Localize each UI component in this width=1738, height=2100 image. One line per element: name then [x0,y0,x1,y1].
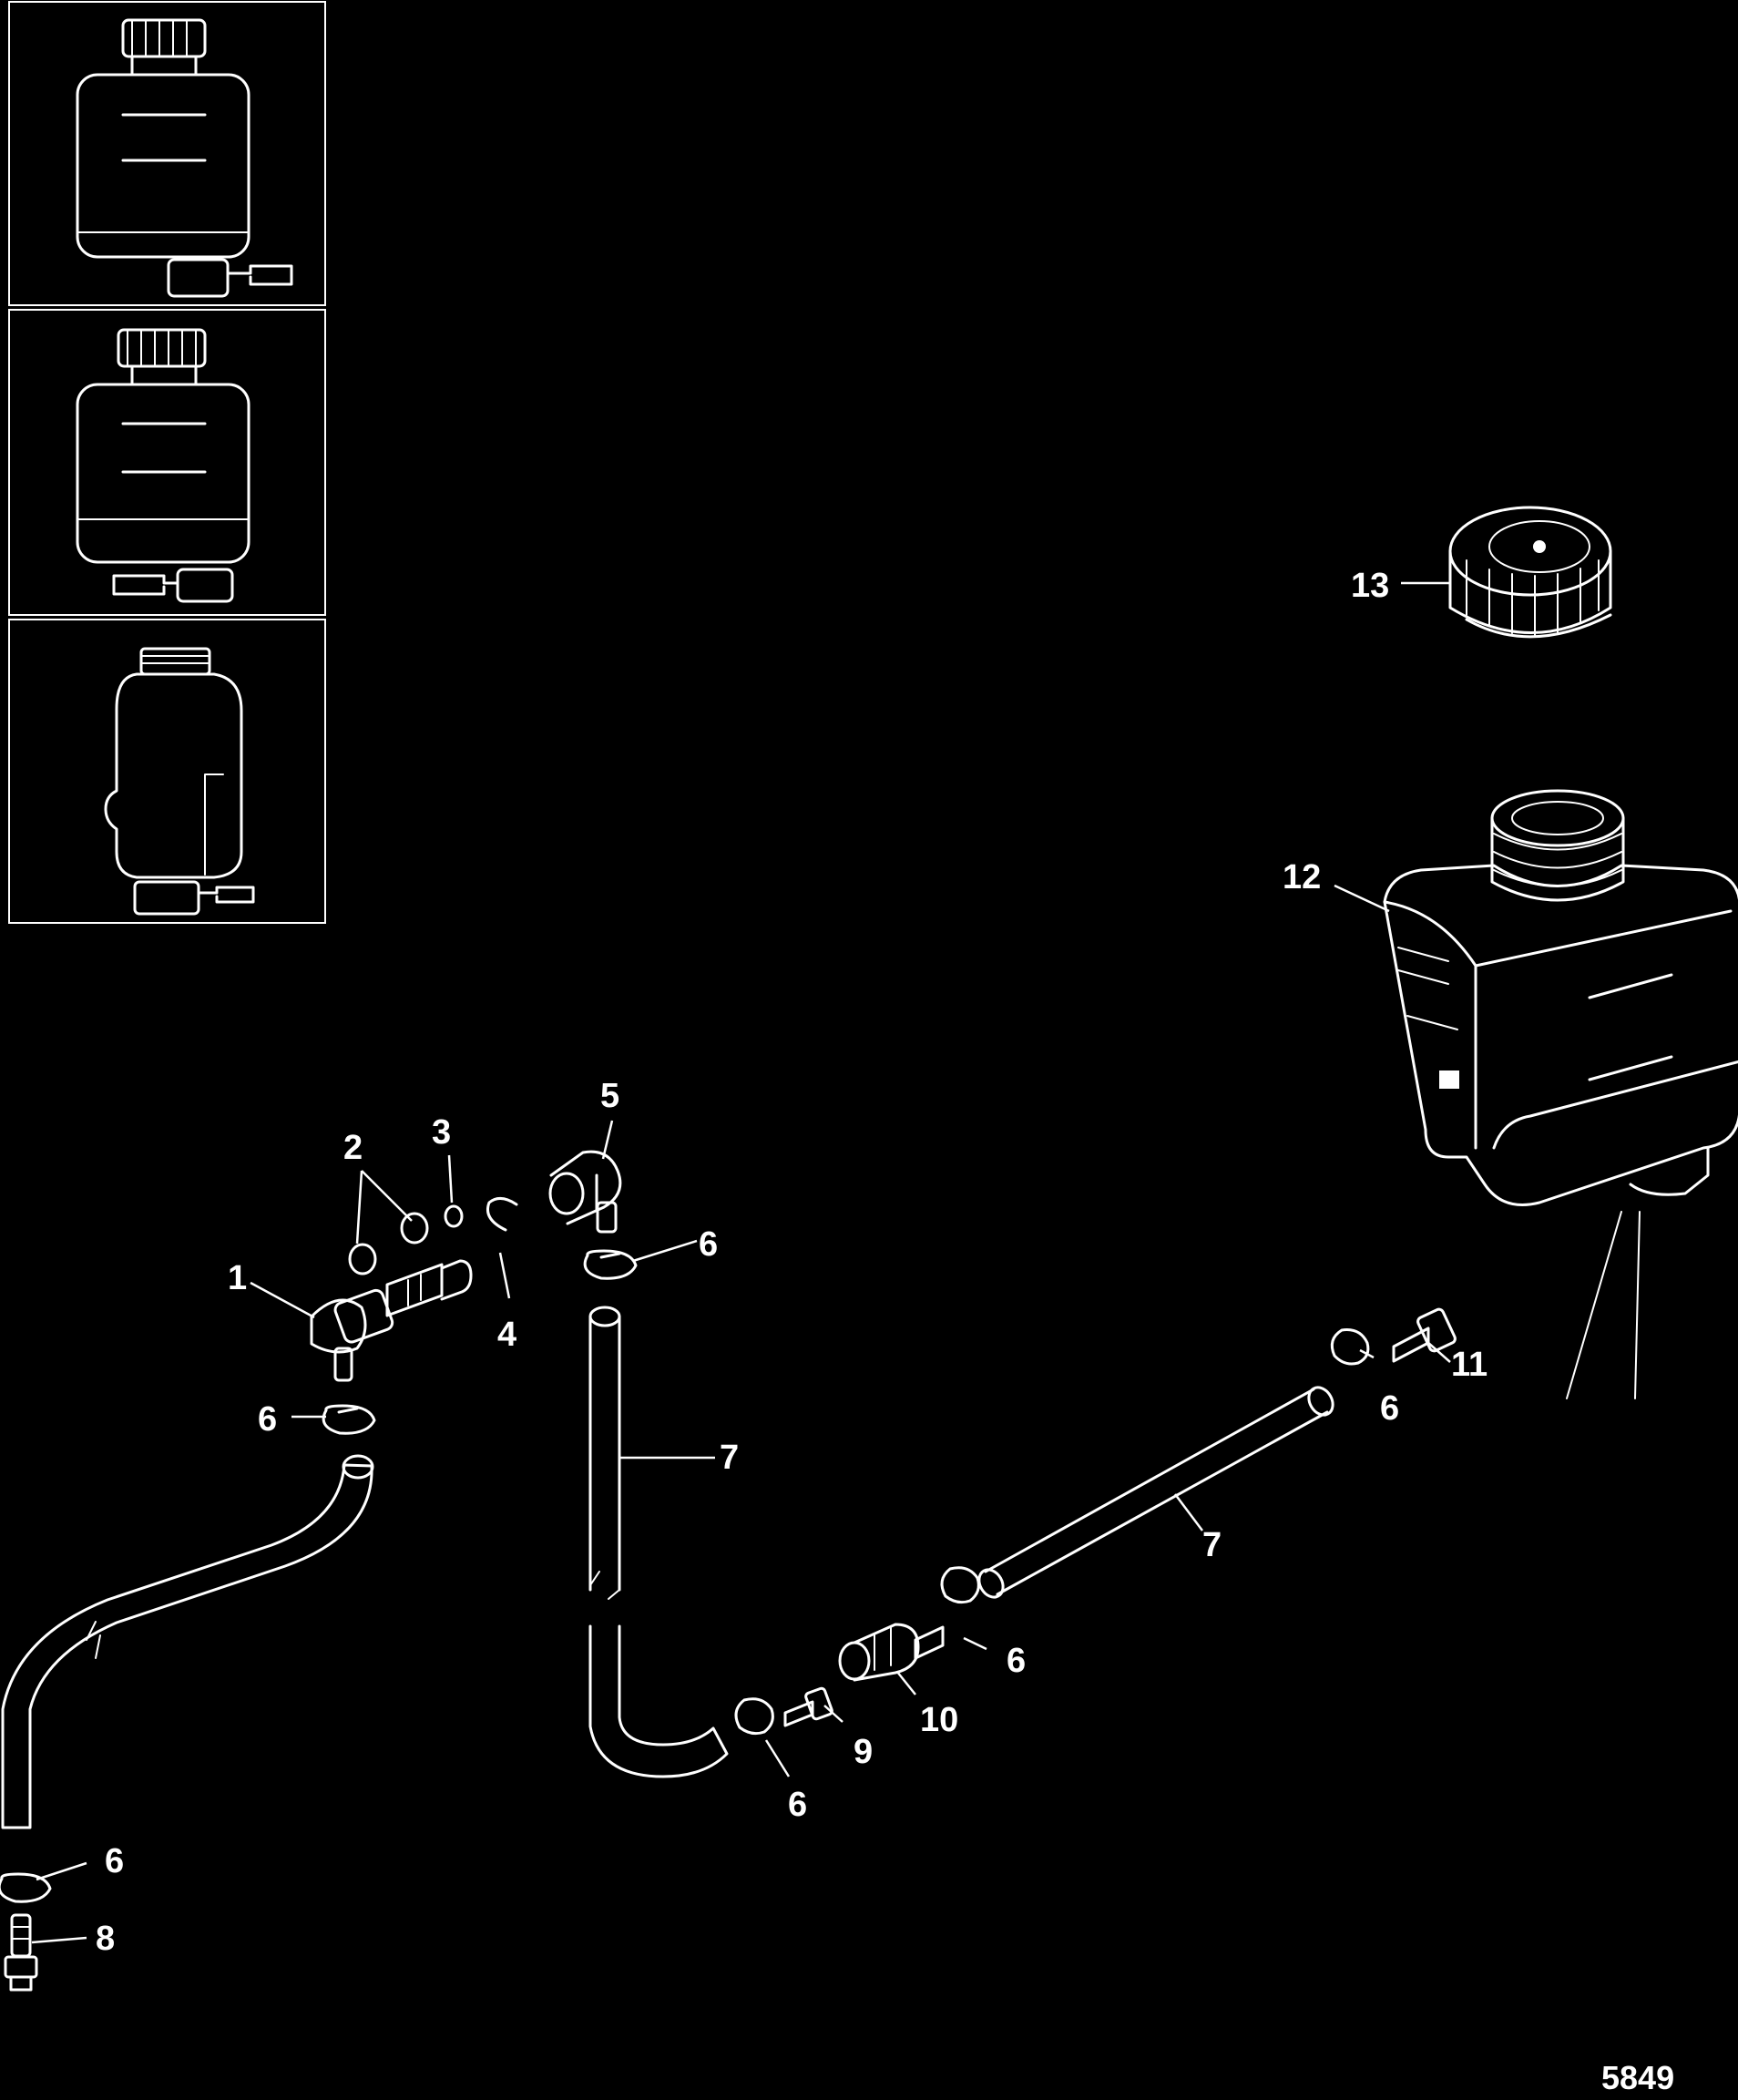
fluid-reservoir-icon [1383,789,1738,1399]
callout-11: 11 [1451,1346,1488,1384]
callout-7a: 7 [720,1439,739,1477]
reservoir-variant-2-icon [76,328,250,603]
hose-clamp-a-icon [583,1249,638,1280]
reservoir-variant-3-icon [104,647,255,916]
o-ring-small-icon [444,1204,464,1228]
reservoir-variant-1-icon [76,18,293,298]
callout-6e: 6 [788,1786,807,1824]
barb-fitting-right-icon [1392,1307,1457,1363]
o-ring-washer-b-icon [400,1212,429,1245]
callout-8: 8 [96,1920,115,1958]
callout-9: 9 [854,1733,873,1771]
callout-6a: 6 [699,1225,718,1264]
callout-6b: 6 [258,1400,277,1439]
hose-clamp-c-icon [0,1872,52,1903]
elbow-fitting-icon [310,1259,473,1382]
inset-panel-2 [8,309,326,616]
callout-4: 4 [497,1316,516,1354]
figure-number: 5849 [1601,2059,1674,2096]
inset-panel-1 [8,1,326,306]
leader-lines [31,581,1451,1944]
hose-left-icon [1,1454,374,1829]
callout-6f: 6 [105,1842,124,1880]
hose-clamp-d-icon [734,1697,774,1736]
callout-13: 13 [1351,567,1389,605]
hose-clamp-e-icon [940,1566,980,1604]
retaining-clip-icon [486,1197,518,1232]
callout-12: 12 [1283,858,1321,896]
hose-clamp-b-icon [322,1404,376,1435]
quick-connector-icon [838,1623,945,1682]
fill-cap-icon [1448,506,1612,639]
elbow-connector-top-icon [548,1150,622,1234]
callout-2: 2 [343,1129,363,1167]
barb-fitting-bottom-icon [4,1913,38,1992]
inset-panel-3 [8,619,326,924]
callout-1: 1 [228,1259,247,1297]
callout-6c: 6 [1380,1389,1399,1428]
callout-6d: 6 [1007,1642,1026,1680]
callout-3: 3 [432,1113,451,1152]
callout-7b: 7 [1202,1526,1222,1564]
o-ring-washer-a-icon [348,1243,377,1275]
hose-clamp-f-icon [1330,1328,1370,1366]
barb-fitting-small-icon [783,1686,833,1727]
hose-vertical-icon [588,1306,729,1778]
hose-diagonal-icon [977,1386,1334,1599]
callout-5: 5 [600,1077,619,1115]
callout-10: 10 [920,1701,958,1739]
